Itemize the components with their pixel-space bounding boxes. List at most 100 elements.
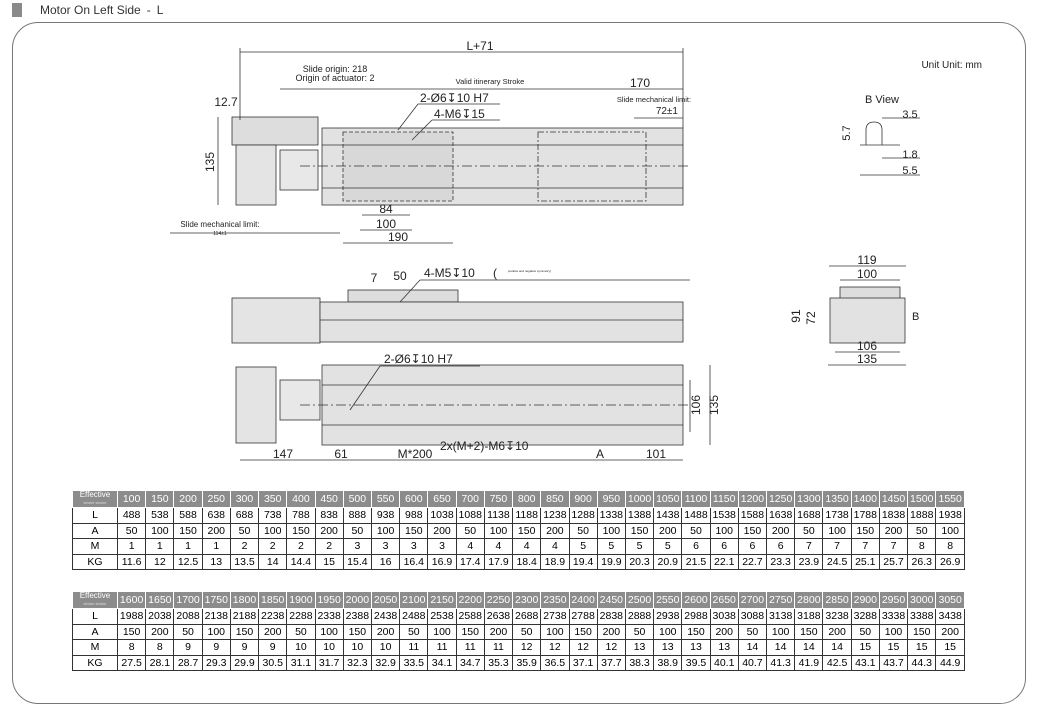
value-cell: 3438 bbox=[935, 608, 965, 625]
bottom-pin-callout: 2-Ø6↧10 H7 bbox=[384, 352, 453, 366]
value-cell: 11 bbox=[427, 639, 457, 656]
note-paren: ( bbox=[493, 266, 497, 280]
row-label: L bbox=[72, 507, 118, 524]
value-cell: 29.9 bbox=[229, 654, 260, 672]
end-dim-72: 72 bbox=[804, 311, 818, 325]
stroke-cell: 2250 bbox=[483, 591, 514, 609]
value-cell: 2538 bbox=[427, 608, 457, 625]
drawing-frame bbox=[12, 22, 1026, 704]
stroke-cell: 1000 bbox=[624, 490, 655, 508]
value-cell: 200 bbox=[258, 623, 288, 641]
value-cell: 6 bbox=[709, 538, 739, 555]
right-limit-value: 72±1 bbox=[656, 106, 679, 117]
value-cell: 200 bbox=[822, 623, 852, 641]
stroke-cell: 2750 bbox=[766, 591, 796, 609]
overall-length-dim: L+71 bbox=[466, 39, 493, 53]
value-cell: 17.9 bbox=[483, 553, 514, 571]
end-dim-135: 135 bbox=[857, 352, 877, 366]
value-cell: 4 bbox=[455, 538, 485, 555]
stroke-cell: 350 bbox=[258, 490, 288, 508]
value-cell: 44.3 bbox=[907, 654, 937, 672]
row-label: KG bbox=[72, 654, 118, 672]
value-cell: 1538 bbox=[709, 507, 739, 524]
stroke-cell: 500 bbox=[342, 490, 372, 508]
value-cell: 150 bbox=[850, 522, 880, 540]
value-cell: 14 bbox=[258, 553, 288, 571]
value-cell: 3288 bbox=[850, 608, 880, 625]
stroke-cell: 700 bbox=[455, 490, 485, 508]
end-dim-106: 106 bbox=[857, 339, 877, 353]
value-cell: 13 bbox=[681, 639, 711, 656]
b-dim-1-8: 1.8 bbox=[902, 149, 917, 161]
dim-pitch: M*200 bbox=[398, 447, 433, 461]
stroke-cell: 100 bbox=[116, 490, 147, 508]
value-cell: 42.5 bbox=[822, 654, 852, 672]
value-cell: 2438 bbox=[370, 608, 401, 625]
stroke-cell: 1150 bbox=[709, 490, 739, 508]
value-cell: 50 bbox=[399, 623, 429, 641]
value-cell: 19.4 bbox=[568, 553, 598, 571]
value-cell: 50 bbox=[850, 623, 880, 641]
stroke-cell: 2100 bbox=[399, 591, 429, 609]
value-cell: 22.7 bbox=[737, 553, 768, 571]
value-cell: 150 bbox=[907, 623, 937, 641]
value-cell: 16.4 bbox=[399, 553, 429, 571]
value-cell: 2188 bbox=[229, 608, 260, 625]
stroke-cell: 2400 bbox=[568, 591, 598, 609]
value-cell: 44.9 bbox=[935, 654, 965, 672]
value-cell: 50 bbox=[568, 522, 598, 540]
value-cell: 1688 bbox=[794, 507, 824, 524]
stroke-cell: 1750 bbox=[201, 591, 231, 609]
value-cell: 1638 bbox=[766, 507, 796, 524]
value-cell: 40.7 bbox=[737, 654, 768, 672]
stroke-cell: 200 bbox=[173, 490, 203, 508]
value-cell: 10 bbox=[314, 639, 344, 656]
value-cell: 3 bbox=[399, 538, 429, 555]
b-view-title: B View bbox=[865, 94, 899, 106]
stroke-cell: 2600 bbox=[681, 591, 711, 609]
value-cell: 12 bbox=[512, 639, 542, 656]
value-cell: 1 bbox=[145, 538, 175, 555]
value-cell: 11 bbox=[399, 639, 429, 656]
value-cell: 31.7 bbox=[314, 654, 344, 672]
value-cell: 50 bbox=[512, 623, 542, 641]
value-cell: 11 bbox=[483, 639, 514, 656]
value-cell: 2 bbox=[314, 538, 344, 555]
value-cell: 150 bbox=[286, 522, 316, 540]
value-cell: 100 bbox=[766, 623, 796, 641]
value-cell: 1138 bbox=[483, 507, 514, 524]
value-cell: 1038 bbox=[427, 507, 457, 524]
value-cell: 150 bbox=[737, 522, 768, 540]
top-view: L+71 Slide origin: 218 Origin of actuato… bbox=[170, 39, 691, 244]
value-cell: 33.5 bbox=[399, 654, 429, 672]
value-cell: 8 bbox=[116, 639, 147, 656]
b-dim-5-5: 5.5 bbox=[902, 165, 917, 177]
stroke-cell: 2800 bbox=[794, 591, 824, 609]
value-cell: 21.5 bbox=[681, 553, 711, 571]
value-cell: 100 bbox=[709, 522, 739, 540]
end-dim-100: 100 bbox=[857, 267, 877, 281]
value-cell: 24.5 bbox=[822, 553, 852, 571]
stroke-cell: 1900 bbox=[286, 591, 316, 609]
value-cell: 538 bbox=[145, 507, 175, 524]
stroke-cell: 1850 bbox=[258, 591, 288, 609]
value-cell: 8 bbox=[935, 538, 965, 555]
stroke-cell: 1800 bbox=[229, 591, 260, 609]
header-label: Effective bbox=[79, 490, 111, 499]
value-cell: 150 bbox=[512, 522, 542, 540]
value-cell: 7 bbox=[878, 538, 909, 555]
value-cell: 14 bbox=[822, 639, 852, 656]
value-cell: 15 bbox=[907, 639, 937, 656]
value-cell: 6 bbox=[737, 538, 768, 555]
value-cell: 12 bbox=[540, 639, 570, 656]
header-sublabel: stroke stroke bbox=[83, 500, 107, 505]
stroke-label: Valid itinerary Stroke bbox=[456, 77, 525, 86]
value-cell: 26.9 bbox=[935, 553, 965, 571]
value-cell: 5 bbox=[653, 538, 683, 555]
b-dim-5-7: 5.7 bbox=[841, 125, 853, 140]
stroke-cell: 2550 bbox=[653, 591, 683, 609]
